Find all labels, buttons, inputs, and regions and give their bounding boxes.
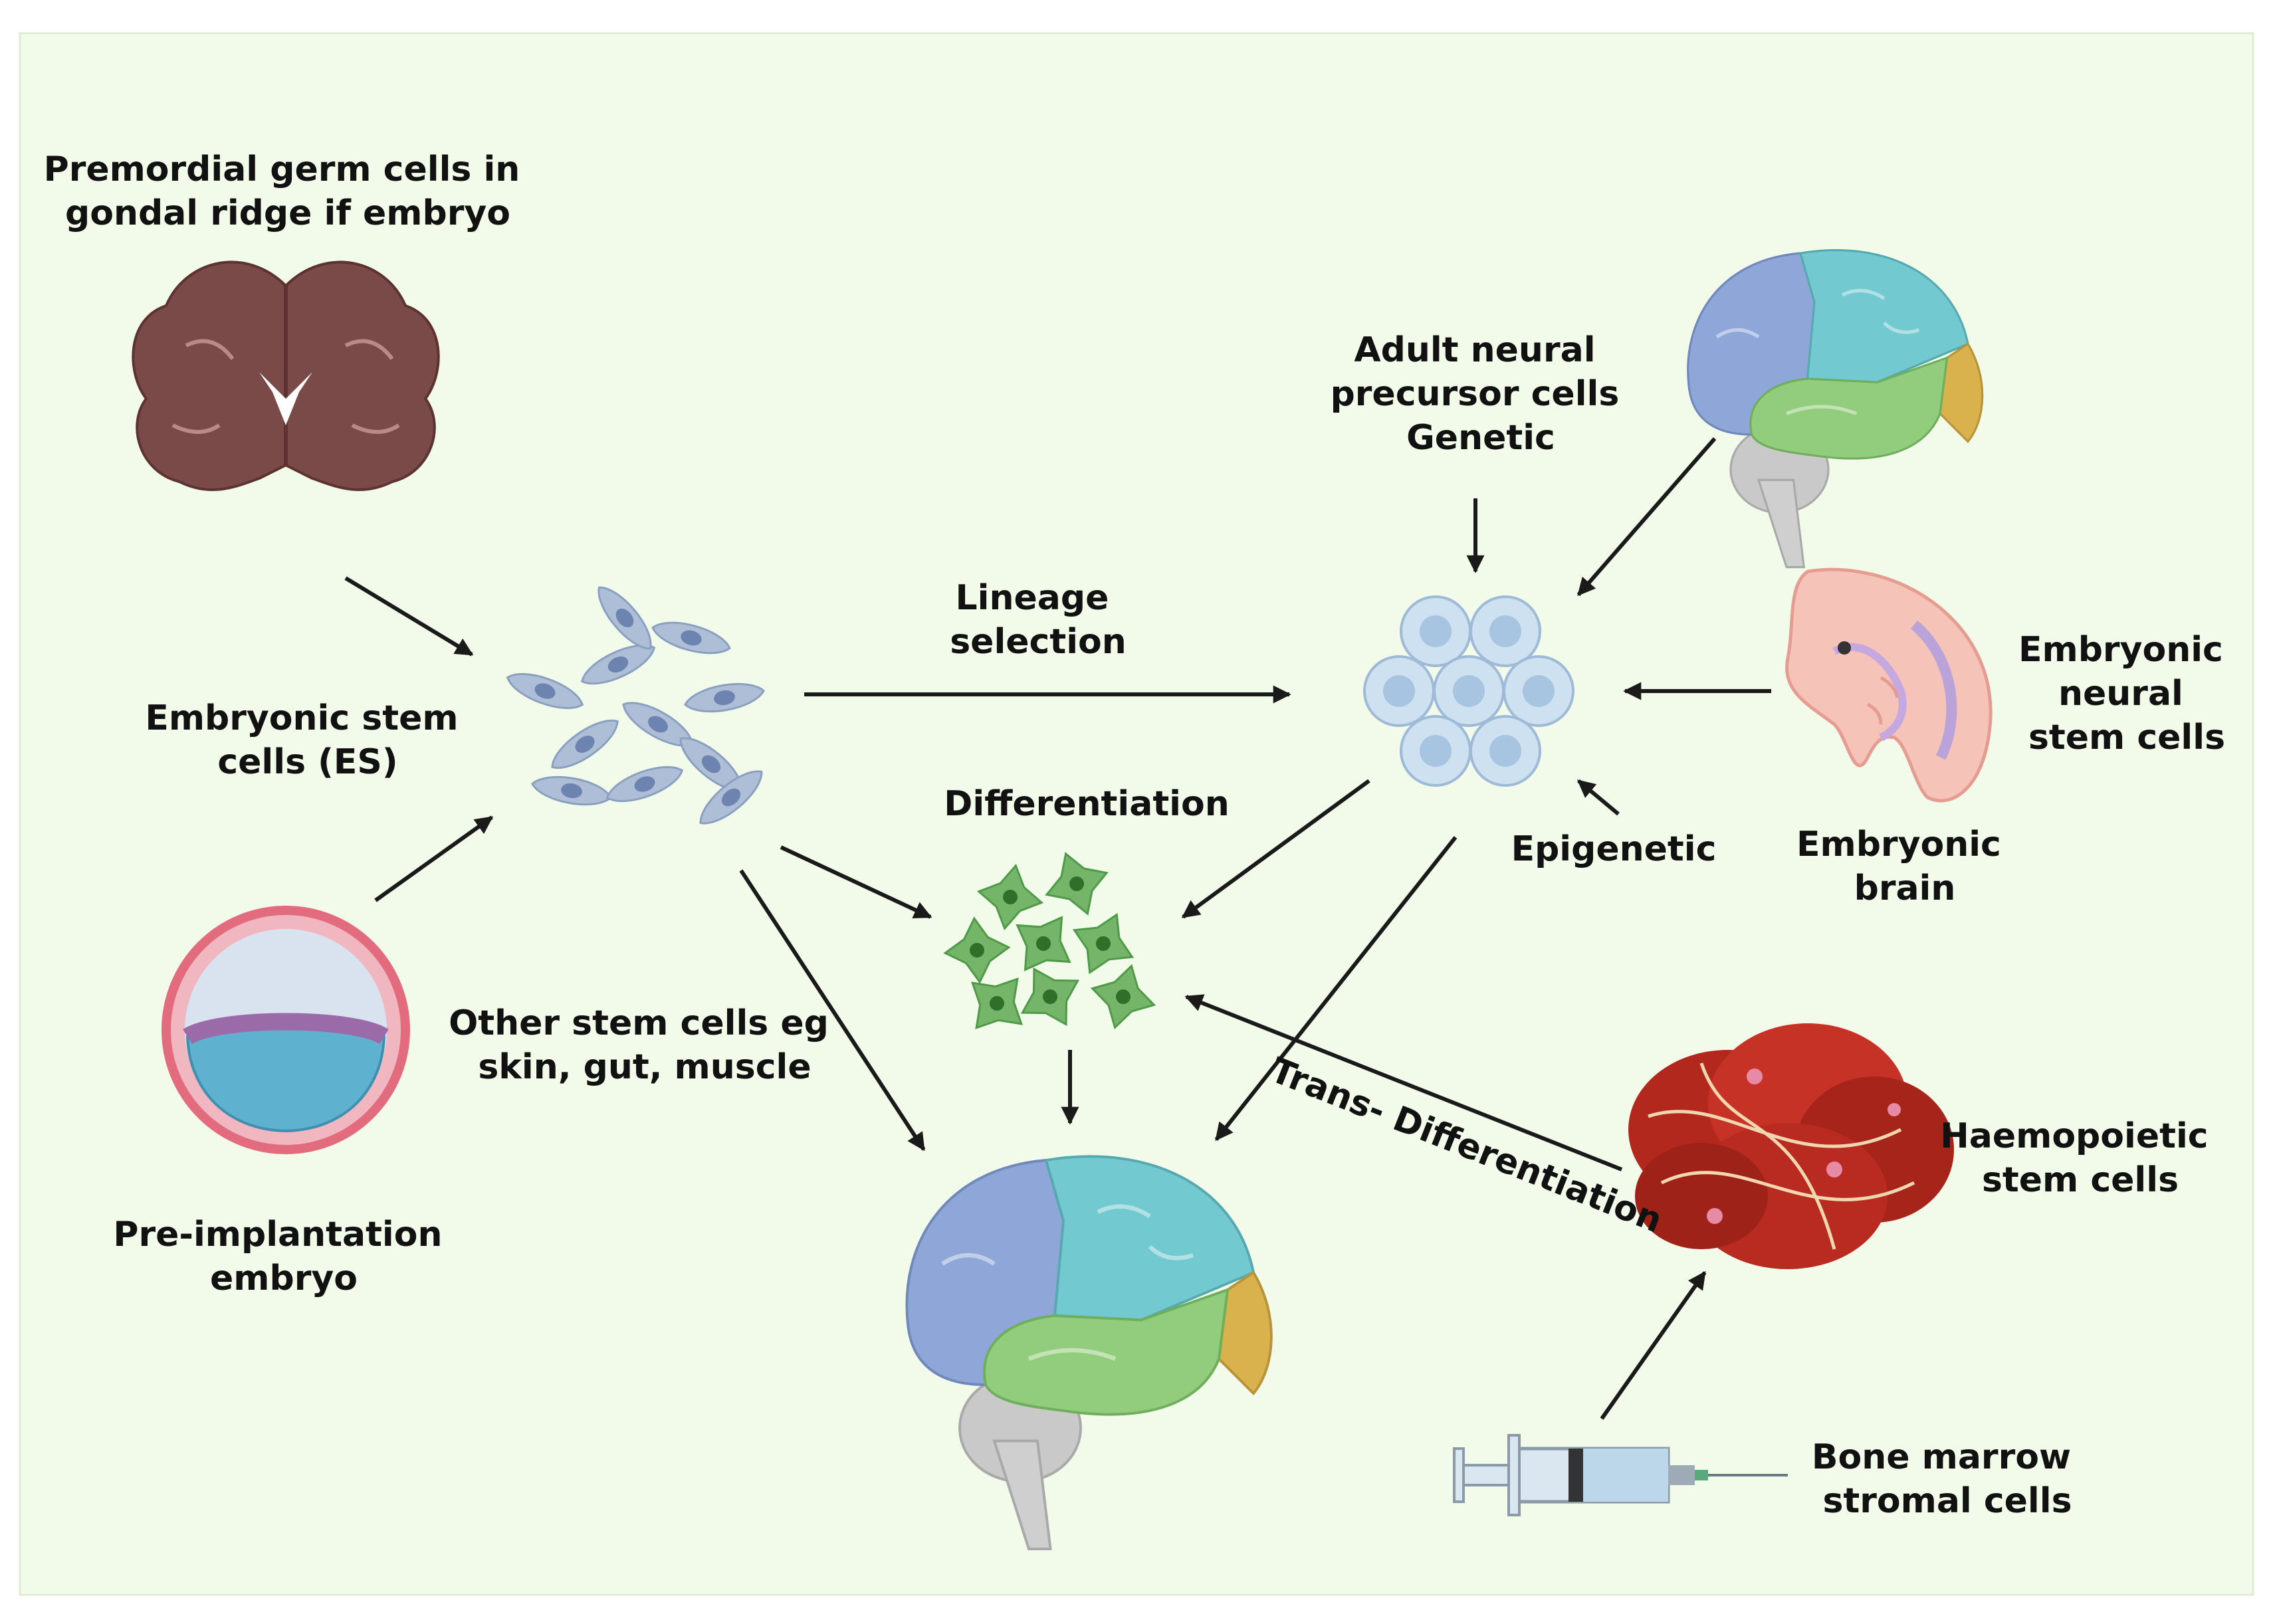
arrow-precursor-to-brain [1214,836,1458,1142]
label-adult-neural: Adult neural precursor cells Genetic [1331,330,1632,458]
label-embryonic-stem-cells: Embryonic stem cells (ES) [145,698,470,782]
arrow-precursor-to-differentiation [1181,779,1370,919]
arrow-es-to-differentiation [780,845,932,919]
label-pre-implantation: Pre-implantation embryo [113,1215,454,1298]
arrow-epigenetic-to-precursor [1576,779,1620,816]
label-premordial: Premordial germ cells in gondal ridge if… [44,150,532,233]
label-other-stem-cells: Other stem cells eg skin, gut, muscle [449,1003,841,1087]
label-epigenetic: Epigenetic [1511,829,1717,869]
embryo-icon [1785,567,1993,803]
haemopoietic-cells-icon [1628,1023,1954,1269]
label-lineage-selection: Lineage selection [950,578,1127,662]
label-haemopoietic: Haemopoietic stem cells [1940,1116,2220,1200]
label-bone-marrow: Bone marrow stromal cells [1812,1437,2083,1521]
coronal-brain-icon [132,260,440,492]
arrow-es-to-brain [739,869,926,1152]
arrow-germ-to-es [344,576,474,657]
arrow-trans-differentiation [1184,994,1623,1171]
label-differentiation: Differentiation [944,784,1230,824]
syringe-icon [1453,1434,1788,1516]
blastocyst-icon [162,906,410,1154]
arrow-blastocyst-to-es [374,815,494,902]
arrow-bone-marrow-to-haemopoietic [1600,1270,1707,1420]
label-embryonic-brain: Embryonic brain [1796,825,2013,908]
arrow-brain-to-precursor [1576,437,1717,597]
label-embryonic-neural-stem-cells: Embryonic neural stem cells [2018,630,2235,758]
arrows [344,437,1771,1420]
